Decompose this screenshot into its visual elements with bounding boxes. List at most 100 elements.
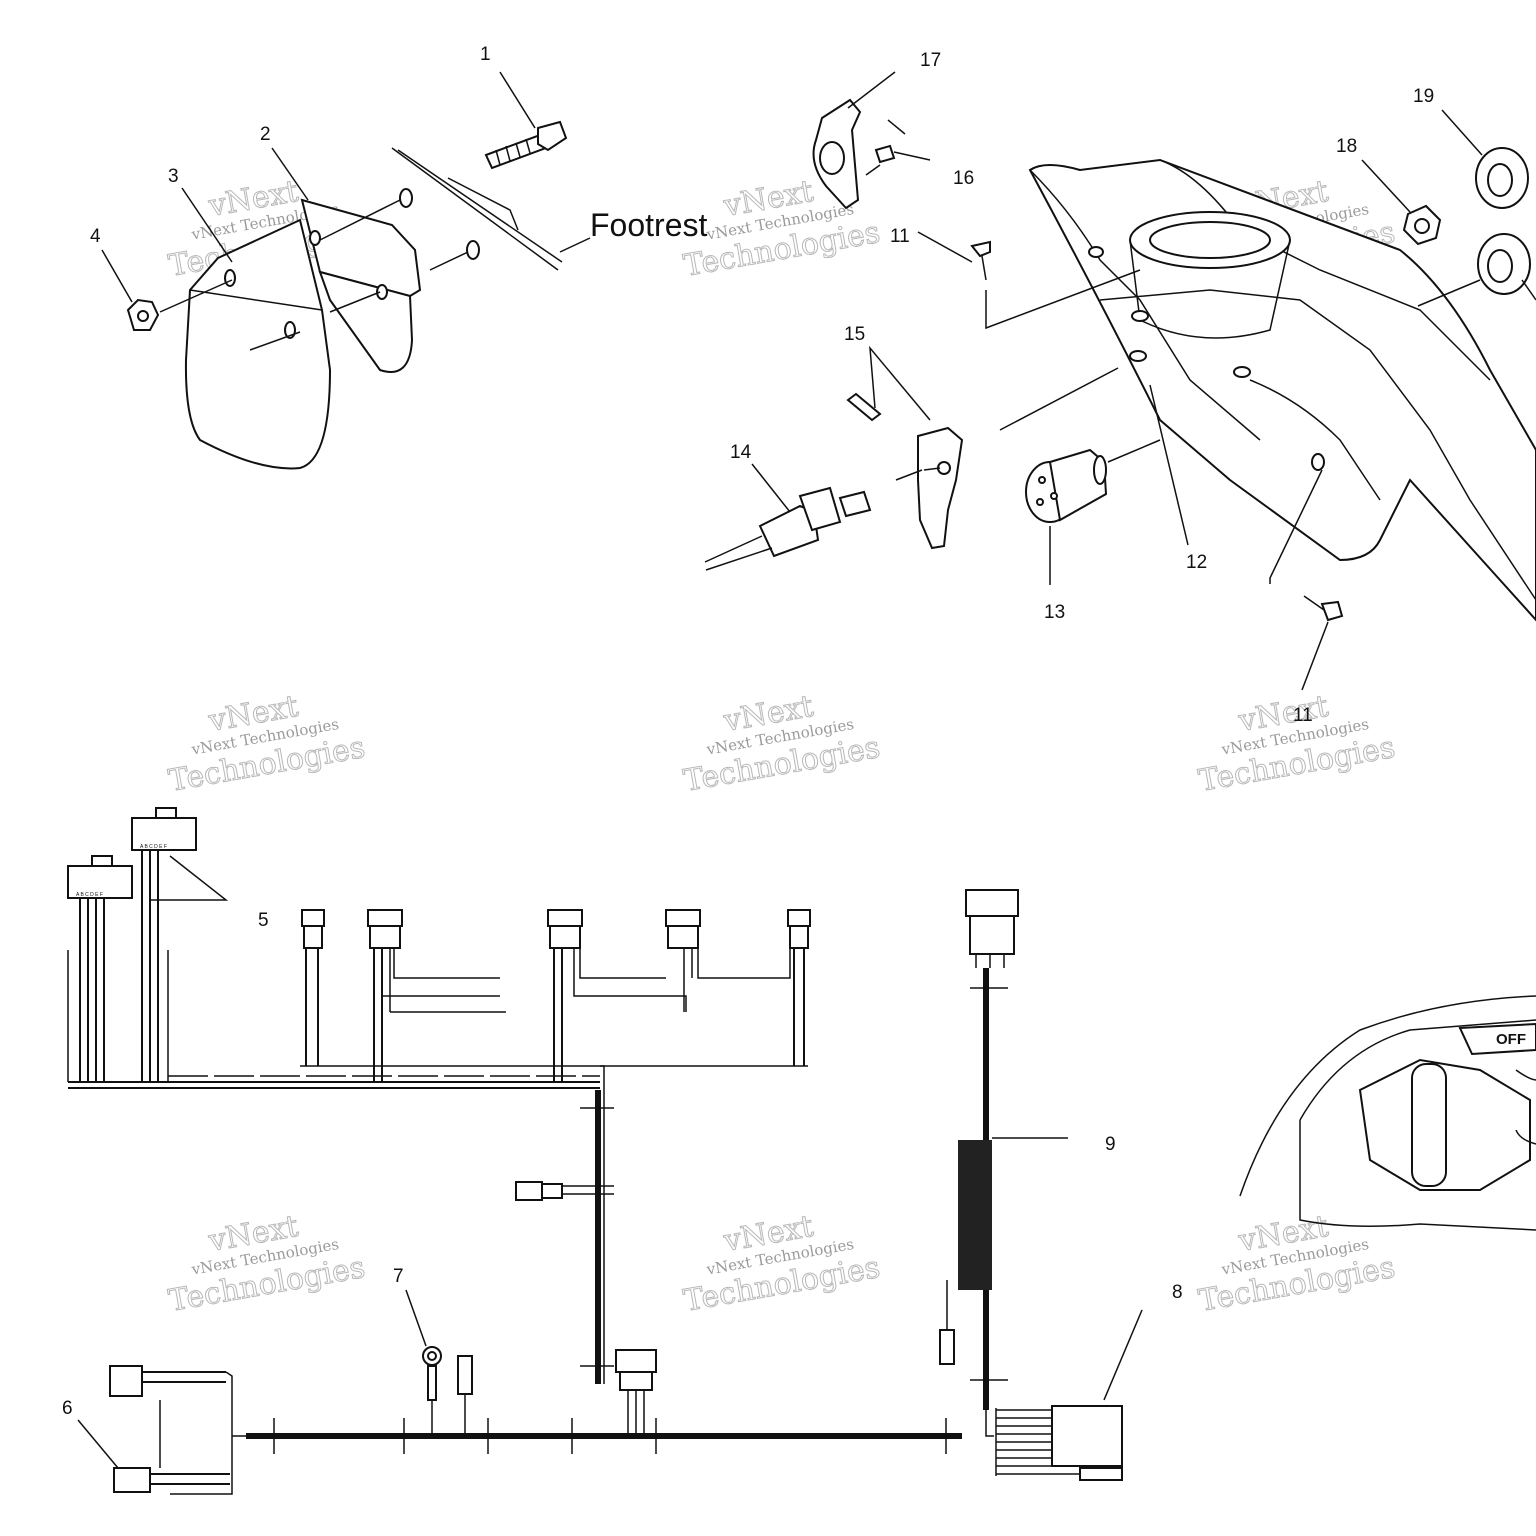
leader-11a — [917, 231, 973, 263]
watermark: vNext vNext Technologies Technologies — [1196, 1208, 1399, 1319]
mount-hole — [1088, 246, 1104, 258]
connector-6pin: A B C D E F — [67, 855, 133, 899]
mount-hole — [1129, 350, 1147, 362]
watermark: vNext vNext Technologies Technologies — [681, 1208, 884, 1319]
knob-off-label: OFF — [1496, 1031, 1526, 1048]
callout-4: 4 — [90, 226, 101, 247]
screw — [1320, 600, 1344, 622]
wire — [393, 948, 500, 979]
footrest-label: Footrest — [590, 207, 707, 243]
console-assembly: 17 16 11 19 18 15 14 12 13 11 — [704, 50, 1536, 726]
callout-11-top: 11 — [890, 226, 910, 247]
lock-nut-hole — [1414, 218, 1430, 234]
panel-outline — [1515, 1129, 1536, 1145]
wire — [985, 1410, 994, 1437]
wire — [600, 1065, 605, 1384]
leader-1 — [499, 71, 536, 129]
leader-partial — [1521, 279, 1536, 301]
leader-17 — [847, 71, 896, 109]
axis-line — [865, 164, 881, 176]
washer — [466, 240, 480, 260]
wire — [697, 948, 791, 979]
connector — [619, 1371, 653, 1391]
axis-line — [887, 119, 906, 135]
wire — [170, 1371, 233, 1495]
panel-outline — [1299, 1120, 1536, 1231]
connector — [113, 1467, 230, 1493]
nut-hole — [137, 310, 149, 322]
axis-line — [1417, 279, 1481, 307]
callout-5: 5 — [258, 910, 269, 931]
pin — [846, 392, 882, 422]
knob-off-marker — [1458, 1022, 1536, 1056]
connector — [787, 909, 811, 1066]
spacer-hole — [376, 284, 388, 300]
watermark: vNext vNext Technologies Technologies — [166, 688, 369, 799]
knob-handle — [1411, 1063, 1447, 1187]
watermark: vNext vNext Technologies Technologies — [681, 173, 884, 284]
callout-13: 13 — [1044, 602, 1065, 623]
grommet-inner — [1487, 249, 1513, 283]
mount-hole — [1233, 366, 1251, 378]
svg-text:A B C D E F: A B C D E F — [140, 844, 167, 850]
connector-6pin: A B C D E F — [131, 807, 197, 851]
connector — [547, 909, 583, 1082]
axis-line — [895, 469, 923, 481]
leader-15 — [869, 345, 931, 421]
wire — [573, 978, 687, 1012]
connector — [965, 889, 1019, 917]
axis-line — [329, 291, 381, 313]
watermark: vNext vNext Technologies Technologies — [166, 1208, 369, 1319]
ring-terminal — [422, 1346, 442, 1436]
spacer-hole — [309, 230, 321, 246]
console-edge — [1099, 289, 1536, 601]
screw-shank — [981, 255, 987, 281]
screw — [970, 240, 991, 258]
callout-14: 14 — [730, 442, 752, 463]
leader-18 — [1361, 159, 1411, 213]
leader-8 — [1103, 1309, 1143, 1401]
bolt — [484, 120, 568, 170]
screw — [874, 144, 896, 164]
connector — [301, 909, 325, 1066]
footrest-pad — [184, 218, 332, 470]
axis-line — [429, 251, 469, 271]
callout-6: 6 — [62, 1398, 73, 1419]
callout-18: 18 — [1336, 136, 1357, 157]
wire — [579, 948, 666, 979]
callout-7: 7 — [393, 1266, 404, 1287]
lever — [917, 426, 964, 550]
switch — [704, 486, 872, 571]
leader-16 — [893, 151, 931, 161]
harness-bundle — [958, 1140, 992, 1290]
fuse-holder — [939, 1329, 955, 1365]
connector — [615, 1349, 657, 1373]
callout-8: 8 — [1172, 1282, 1183, 1303]
mount-hole — [1311, 453, 1325, 471]
axis-line — [1107, 439, 1161, 463]
axis-line — [249, 331, 301, 351]
connector — [367, 909, 403, 1082]
axis-line — [1269, 469, 1323, 584]
console-edge — [1249, 379, 1381, 501]
connector — [109, 1365, 226, 1397]
axis-line — [985, 269, 1141, 330]
leader-14 — [751, 463, 791, 513]
connector — [969, 915, 1015, 955]
watermark: vNext vNext Technologies Technologies — [1196, 688, 1399, 799]
panel-outline — [1299, 1019, 1536, 1121]
bezel-ring-inner — [1487, 163, 1513, 197]
leader-6 — [77, 1419, 119, 1469]
console-body — [1028, 158, 1536, 622]
fuse-holder — [457, 1355, 473, 1436]
wiring-harness: A B C D E F A B C D E F 5 — [62, 807, 1183, 1495]
axis-line — [319, 199, 401, 241]
pad-hole — [224, 269, 236, 287]
leader-19 — [1441, 109, 1483, 156]
bracket-hole — [819, 141, 845, 175]
main-connector — [995, 1405, 1123, 1481]
callout-2: 2 — [260, 124, 271, 145]
panel-outline — [1239, 995, 1536, 1197]
callout-17: 17 — [920, 50, 941, 71]
leader-footrest — [559, 237, 591, 253]
